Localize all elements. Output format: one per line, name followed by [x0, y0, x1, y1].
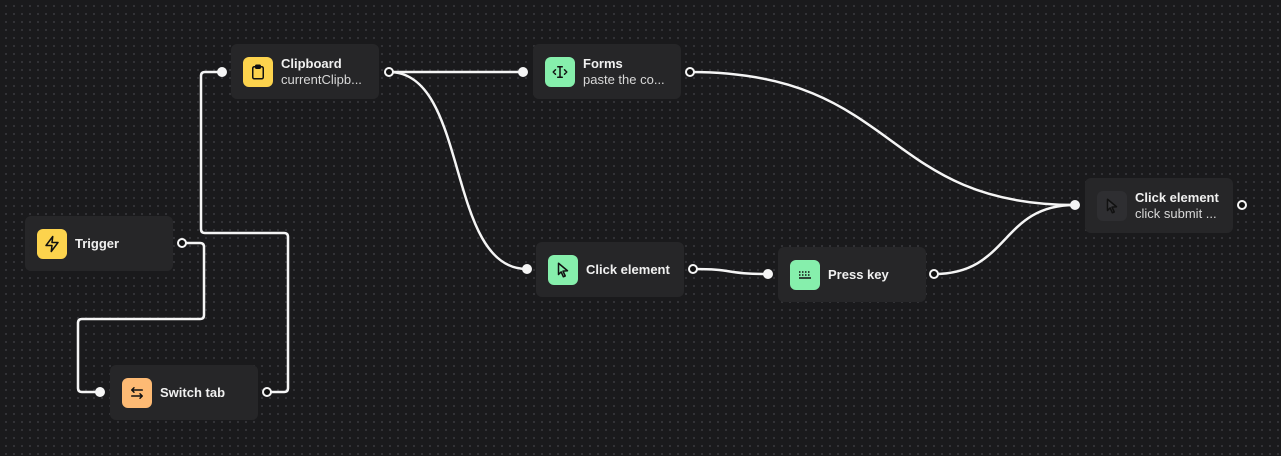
- text-cursor-icon: [552, 65, 568, 78]
- node-title: Forms: [583, 55, 623, 71]
- node-icon-box: [548, 254, 578, 285]
- edge-trigger-switch-tab[interactable]: [76, 241, 206, 394]
- node-subtitle: currentClipb...: [281, 71, 362, 87]
- keyboard-icon: [799, 270, 811, 279]
- node-icon-box: [37, 228, 67, 259]
- cursor-icon: [1106, 198, 1118, 213]
- forms-input-handle[interactable]: [518, 67, 528, 77]
- cursor-icon: [557, 262, 569, 277]
- node-switch-tab[interactable]: Switch tab: [110, 365, 258, 420]
- click-element-submit-output-handle[interactable]: [1237, 200, 1247, 210]
- node-title: Switch tab: [160, 384, 226, 400]
- node-click-element[interactable]: Click element: [536, 242, 684, 297]
- clipboard-icon: [252, 64, 264, 79]
- node-title: Click element: [586, 261, 670, 277]
- node-forms[interactable]: Forms paste the co...: [533, 44, 681, 99]
- switch-tab-input-handle[interactable]: [95, 387, 105, 397]
- node-title: Press key: [828, 266, 889, 282]
- node-icon-box: [1097, 190, 1127, 221]
- edge-press-key-click-element-2[interactable]: [933, 203, 1076, 276]
- clipboard-output-handle[interactable]: [384, 67, 394, 77]
- edge-click-element-press-key[interactable]: [692, 267, 769, 276]
- swap-arrows-icon: [131, 386, 143, 399]
- node-title: Trigger: [75, 235, 120, 251]
- switch-tab-output-handle[interactable]: [262, 387, 272, 397]
- node-icon-box: [790, 259, 820, 290]
- node-icon-box: [122, 377, 152, 408]
- node-subtitle: paste the co...: [583, 71, 665, 87]
- edge-switch-tab-clipboard[interactable]: [199, 70, 290, 394]
- node-press-key[interactable]: Press key: [778, 247, 926, 302]
- node-click-element-submit[interactable]: Click element click submit ...: [1085, 178, 1233, 233]
- click-element-submit-input-handle[interactable]: [1070, 200, 1080, 210]
- edge-forms-click-element-2[interactable]: [689, 70, 1076, 207]
- node-title: Clipboard: [281, 55, 342, 71]
- node-title: Click element: [1135, 189, 1219, 205]
- node-trigger[interactable]: Trigger: [25, 216, 173, 271]
- click-element-input-handle[interactable]: [522, 264, 532, 274]
- forms-output-handle[interactable]: [685, 67, 695, 77]
- edge-clipboard-click-element[interactable]: [388, 70, 528, 271]
- press-key-input-handle[interactable]: [763, 269, 773, 279]
- node-subtitle: click submit ...: [1135, 205, 1217, 221]
- click-element-output-handle[interactable]: [688, 264, 698, 274]
- node-clipboard[interactable]: Clipboard currentClipb...: [231, 44, 379, 99]
- node-icon-box: [243, 56, 273, 87]
- clipboard-input-handle[interactable]: [217, 67, 227, 77]
- press-key-output-handle[interactable]: [929, 269, 939, 279]
- trigger-output-handle[interactable]: [177, 238, 187, 248]
- lightning-icon: [45, 235, 59, 252]
- node-icon-box: [545, 56, 575, 87]
